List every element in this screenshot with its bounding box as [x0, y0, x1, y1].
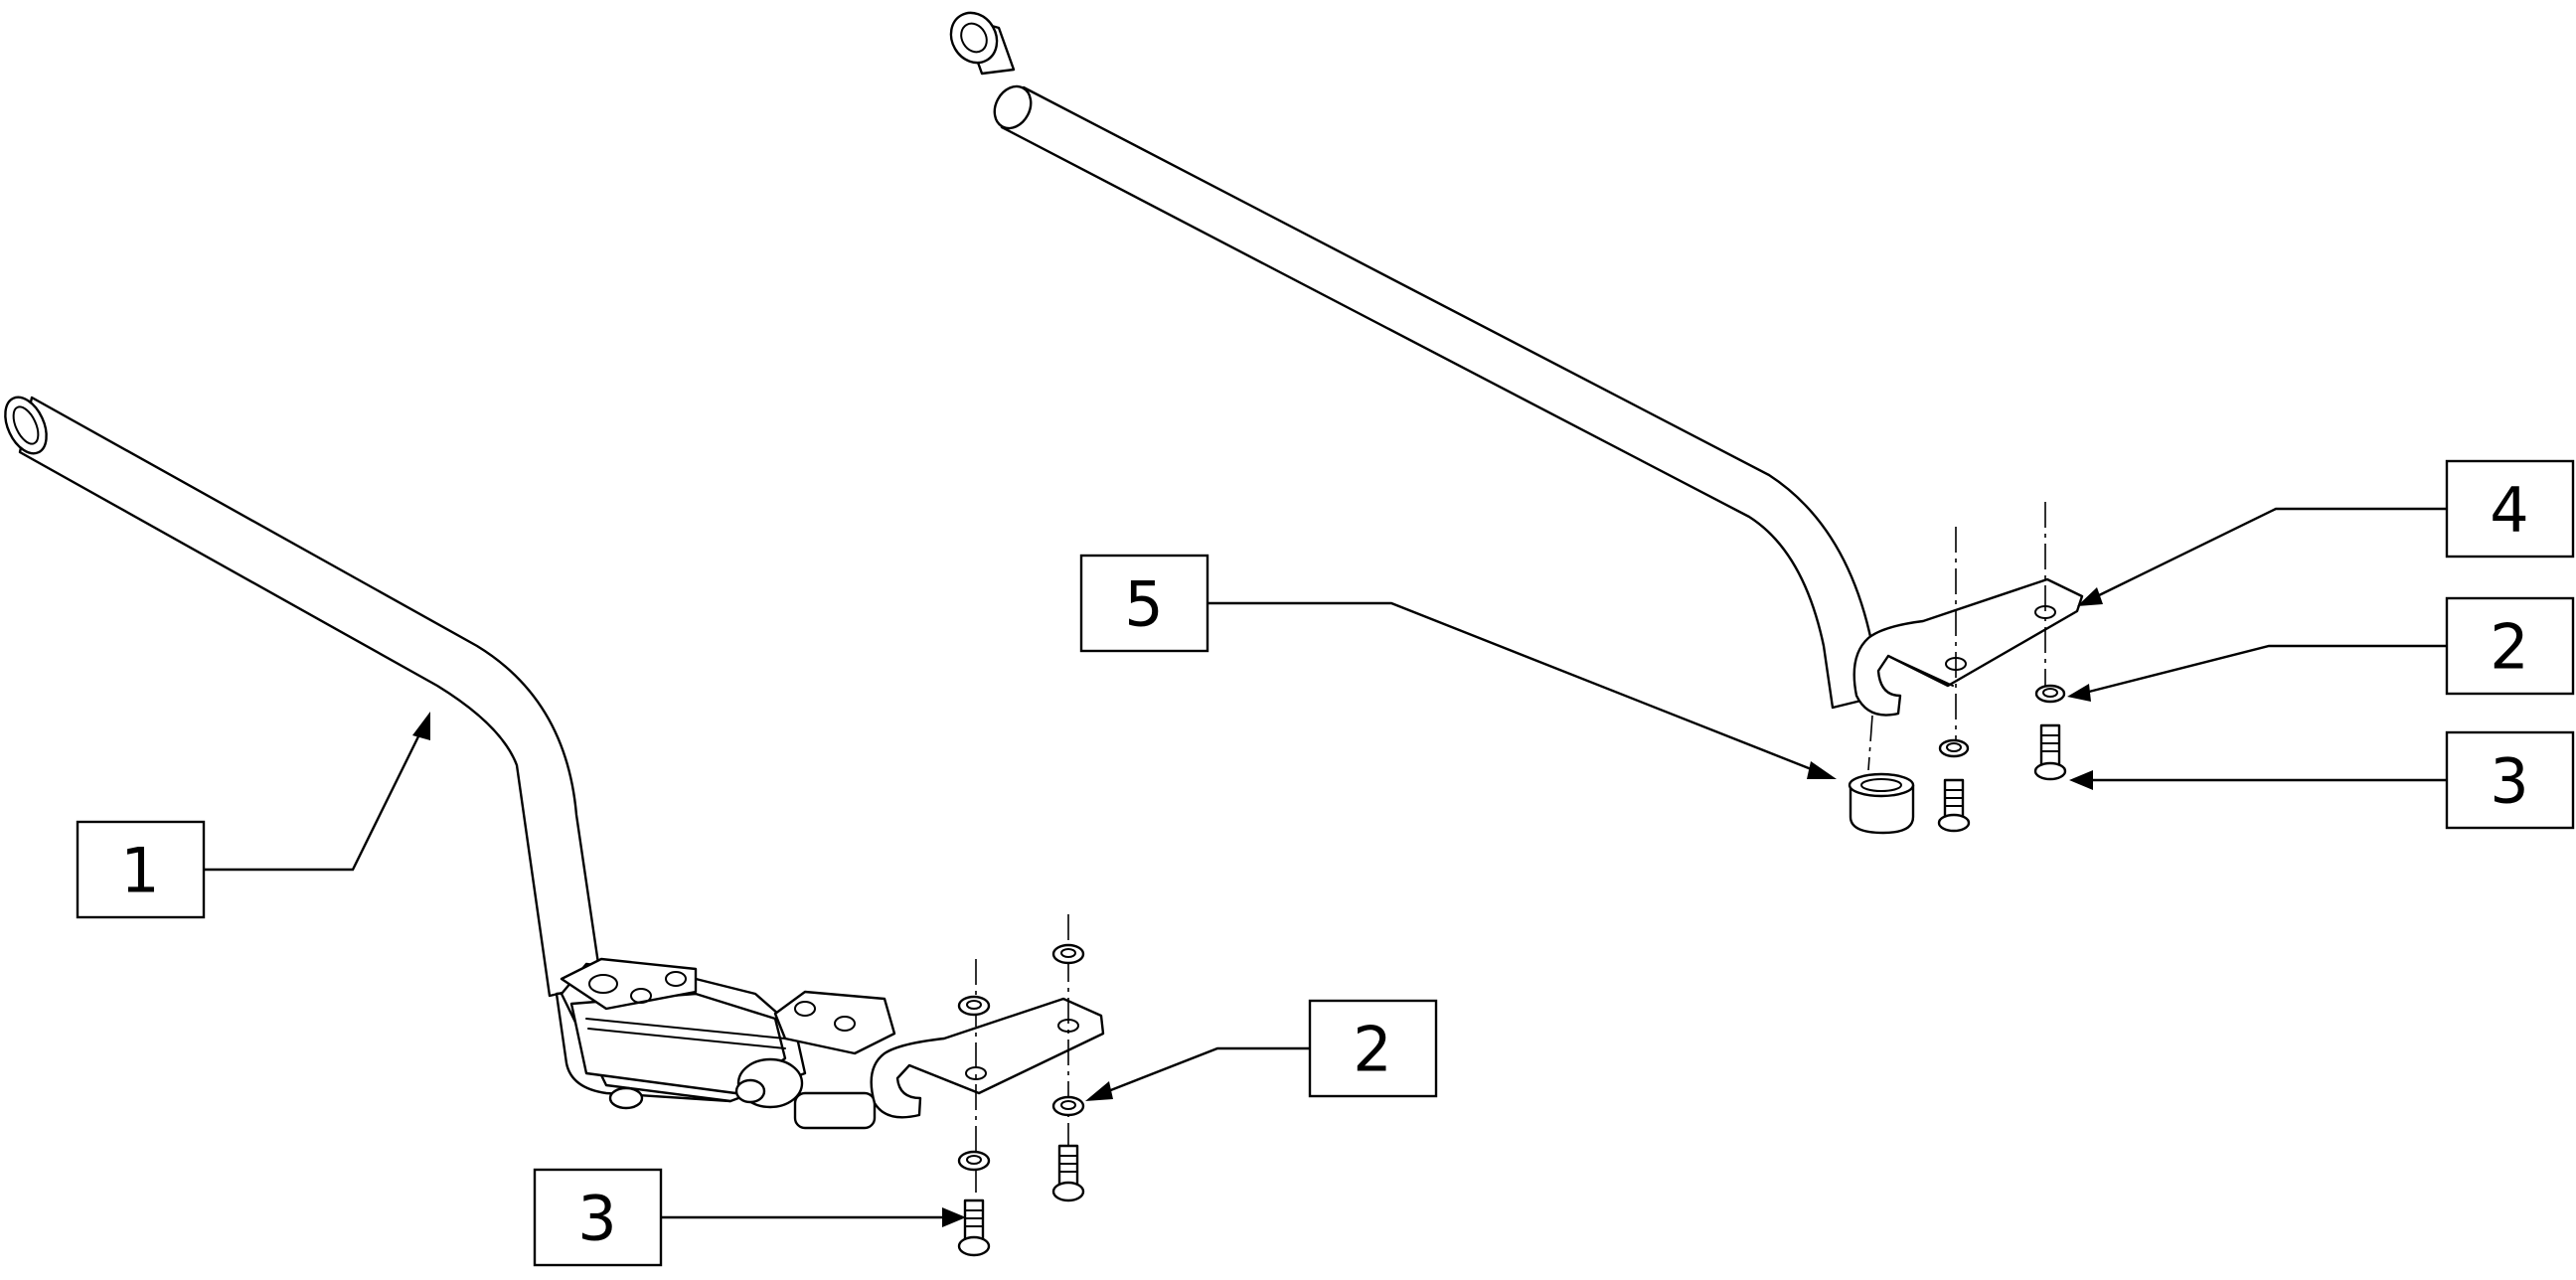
- callout-right-3-label: 3: [2490, 745, 2528, 818]
- leader-lines: [204, 507, 2447, 1227]
- left-mounting-bracket: [870, 997, 1105, 1119]
- callout-right-2-label: 2: [2490, 611, 2528, 684]
- right-washer-1: [1938, 738, 1970, 758]
- callout-left-2-label: 2: [1353, 1014, 1391, 1086]
- callout-right-2: 2: [2445, 596, 2575, 696]
- callout-left-3: 3: [533, 1168, 663, 1267]
- left-washer-1: [957, 995, 991, 1017]
- callout-left-1: 1: [76, 820, 206, 919]
- left-washer-2: [1051, 943, 1085, 965]
- left-screw-1: [957, 1199, 991, 1257]
- callout-left-1-label: 1: [120, 835, 159, 907]
- left-armrest-assembly: [4, 396, 1105, 1257]
- callout-right-5: 5: [1079, 554, 1209, 653]
- callout-right-3: 3: [2445, 730, 2575, 830]
- callout-right-5-label: 5: [1124, 568, 1163, 641]
- left-armrest-tube: [4, 396, 603, 998]
- right-tube-end-cap: [949, 11, 1016, 76]
- callout-right-4: 4: [2445, 459, 2575, 559]
- left-washer-3: [957, 1150, 991, 1172]
- right-armrest-assembly: [949, 11, 2084, 835]
- callout-left-3-label: 3: [577, 1183, 616, 1255]
- left-clamp-assembly: [555, 957, 896, 1130]
- right-washer-2: [2034, 684, 2066, 704]
- right-screw-1: [1937, 778, 1971, 833]
- callout-left-2: 2: [1308, 999, 1438, 1098]
- left-screw-2: [1051, 1144, 1085, 1202]
- right-screw-2: [2033, 723, 2067, 781]
- left-washer-4: [1051, 1095, 1085, 1117]
- right-mounting-bracket: [1852, 577, 2084, 717]
- right-bushing: [1848, 772, 1915, 835]
- callout-right-4-label: 4: [2490, 474, 2528, 547]
